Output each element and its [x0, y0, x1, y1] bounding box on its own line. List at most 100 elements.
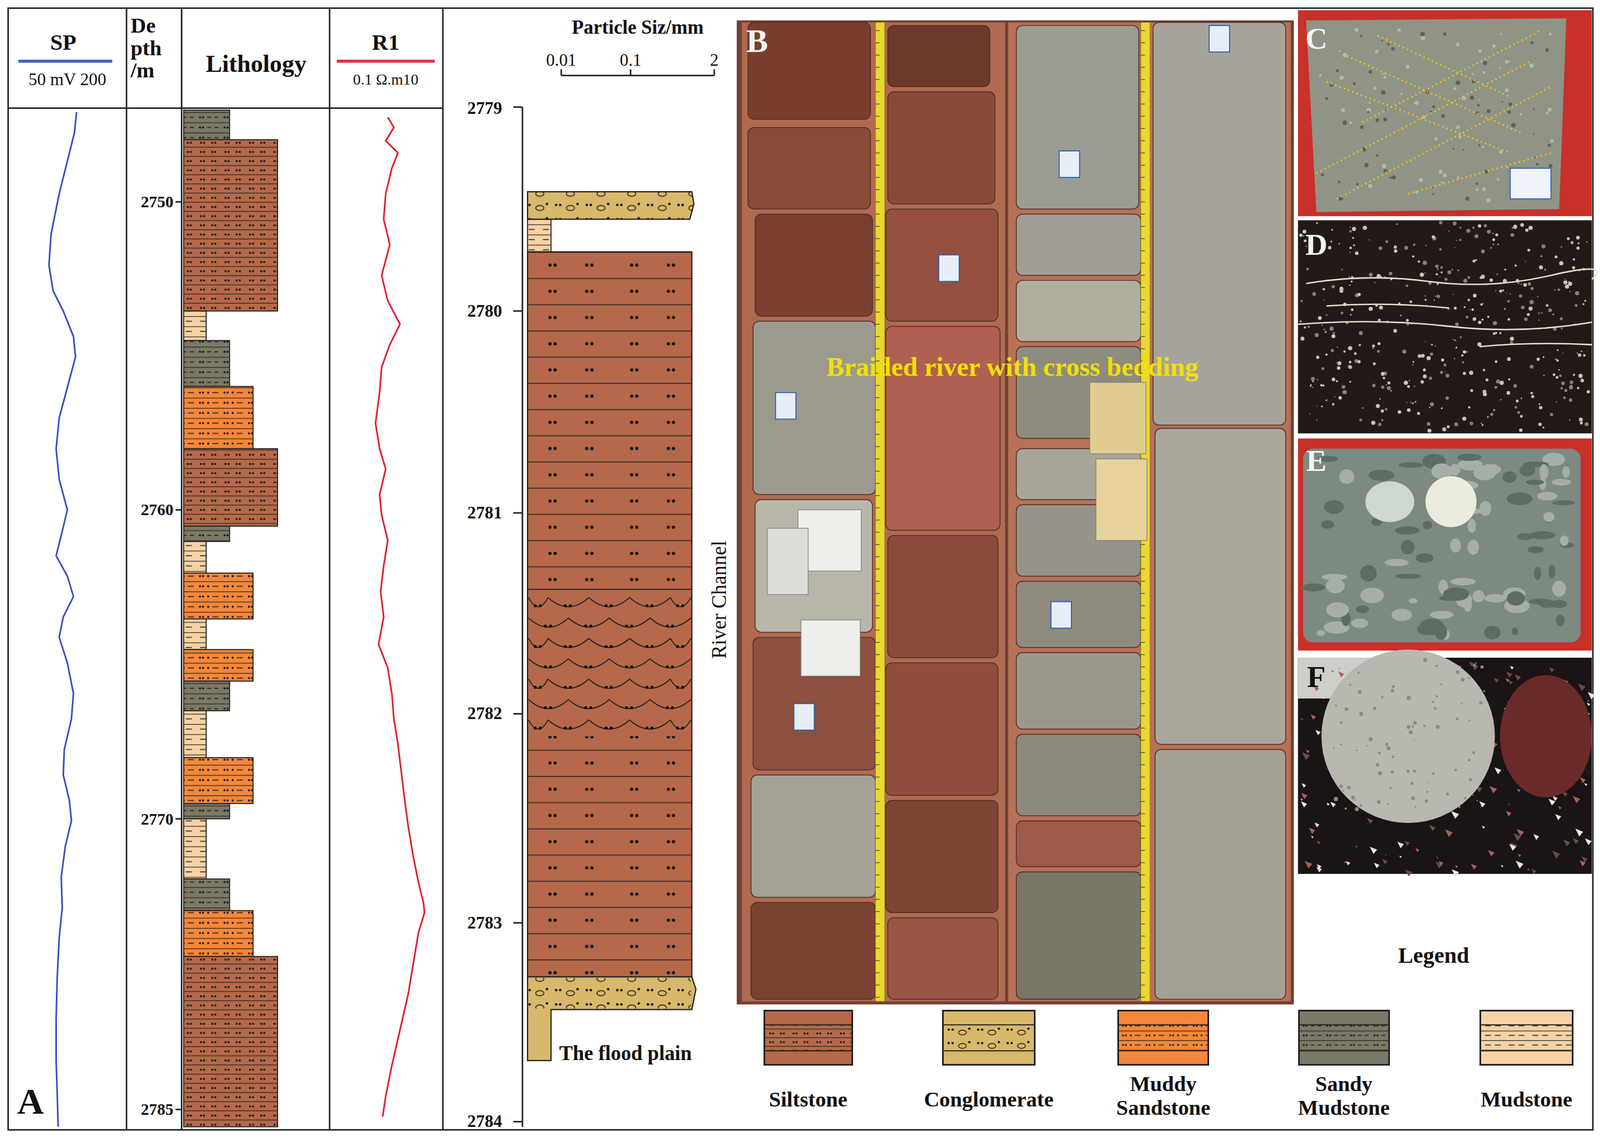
grain-size-column — [527, 191, 697, 1061]
core-slab-photo — [1381, 90, 1386, 95]
thin-section-photo — [1469, 309, 1471, 311]
thin-section-photo — [1459, 238, 1462, 242]
panel-letter: A — [17, 1081, 44, 1122]
thin-section-photo — [1406, 696, 1411, 700]
thin-section-photo — [1584, 299, 1587, 302]
grain-size-column — [563, 604, 568, 608]
thin-section-photo — [1585, 838, 1592, 846]
core-slab-photo — [1482, 60, 1488, 66]
core-photo — [1140, 66, 1145, 68]
grain-size-column — [645, 686, 649, 690]
lithology-bed-pattern — [183, 819, 207, 880]
core-photo — [875, 899, 880, 901]
thin-section-photo — [1351, 227, 1356, 232]
core-photo — [1140, 91, 1145, 92]
thin-section-photo — [1563, 839, 1571, 847]
core-slab-photo — [1545, 111, 1549, 115]
swatch-pattern — [943, 1011, 1035, 1065]
thin-section-photo — [1465, 315, 1469, 319]
core-photo — [875, 30, 880, 31]
core-photo — [1140, 42, 1145, 44]
thin-section-photo — [1548, 798, 1556, 806]
thin-section-photo — [1542, 356, 1545, 358]
thin-section-photo — [1426, 356, 1431, 361]
thin-section-photo — [1492, 243, 1494, 245]
depth-label: 2783 — [467, 913, 503, 933]
thin-section-photo — [1314, 822, 1320, 828]
thin-section-photo — [1405, 284, 1409, 288]
thin-section-photo — [1436, 294, 1440, 298]
thin-section-photo — [1343, 350, 1346, 353]
sp-curve — [49, 112, 77, 1128]
depth-label: 2781 — [467, 503, 503, 524]
thin-section-photo — [1336, 346, 1338, 348]
grain-size-column — [548, 624, 553, 629]
core-photo — [875, 887, 880, 888]
core-photo — [875, 532, 880, 533]
core-photo — [875, 79, 880, 80]
thin-section-photo — [1524, 317, 1528, 322]
swatch-rule — [1119, 1050, 1208, 1052]
thin-section-photo — [1483, 223, 1488, 228]
thin-section-photo — [1586, 241, 1588, 243]
thin-section-photo — [1514, 674, 1521, 682]
core-sample-photo — [1450, 538, 1462, 553]
panel-letter: F — [1306, 660, 1326, 695]
thin-section-photo — [1359, 804, 1363, 808]
thin-section-photo — [1562, 352, 1564, 354]
thin-section-photo — [1386, 386, 1391, 391]
thin-section-photo — [1413, 721, 1418, 726]
core-photo — [1016, 280, 1141, 342]
core-photo — [875, 630, 880, 631]
core-slab-photo — [1431, 105, 1436, 109]
grain-scale-bar — [713, 69, 716, 76]
core-photo — [1016, 25, 1139, 209]
grain-size-column — [547, 638, 589, 648]
thin-section-photo — [1492, 232, 1494, 235]
legend-label: Siltstone — [769, 1088, 848, 1112]
core-photo — [875, 421, 880, 423]
thin-section-photo — [1472, 293, 1477, 298]
swatch-rule — [1299, 1050, 1389, 1052]
thin-section-photo — [1455, 346, 1458, 349]
core-photo — [875, 788, 880, 790]
r1-curve — [375, 117, 425, 1117]
core-photo — [875, 581, 880, 582]
thin-section-photo — [1316, 405, 1318, 407]
thin-section-photo — [1447, 270, 1452, 275]
core-sample-photo — [1562, 466, 1571, 479]
thin-section-photo — [1485, 378, 1489, 382]
core-slab-photo — [1438, 169, 1443, 174]
thin-section-photo — [1397, 842, 1404, 849]
legend-label: Sandy Mudstone — [1287, 1073, 1400, 1121]
thin-section-photo — [1459, 226, 1462, 229]
thin-section-photo — [1506, 391, 1511, 396]
core-photo — [887, 25, 991, 87]
thin-section-photo — [1572, 838, 1579, 845]
core-photo — [1051, 602, 1072, 629]
grain-size-column — [681, 645, 685, 649]
header-rules — [336, 59, 435, 64]
grain-size-column — [547, 679, 589, 689]
core-slab-photo — [1352, 82, 1356, 86]
thin-section-photo — [1340, 721, 1343, 725]
thin-section-photo — [1426, 791, 1429, 794]
thin-section-photo — [1515, 399, 1519, 403]
grain-size-column — [527, 252, 692, 978]
core-sample-photo — [1324, 500, 1345, 515]
thin-section-photo — [1338, 242, 1341, 245]
core-photo — [875, 605, 880, 606]
thin-section-photo — [1423, 368, 1426, 371]
thin-section-photo — [1463, 278, 1468, 283]
core-slab-photo — [1501, 101, 1504, 103]
thin-section-photo — [1435, 664, 1439, 668]
thin-section-photo — [1502, 289, 1505, 292]
thin-section-photo — [1436, 268, 1439, 270]
swatch-rule — [943, 1050, 1035, 1052]
thin-section-photo — [1467, 275, 1471, 279]
core-photo — [1140, 948, 1145, 949]
thin-section-photo — [1352, 244, 1355, 247]
grain-size-column — [629, 638, 671, 648]
core-photo — [1140, 936, 1145, 937]
grain-scale-bar — [560, 69, 563, 76]
